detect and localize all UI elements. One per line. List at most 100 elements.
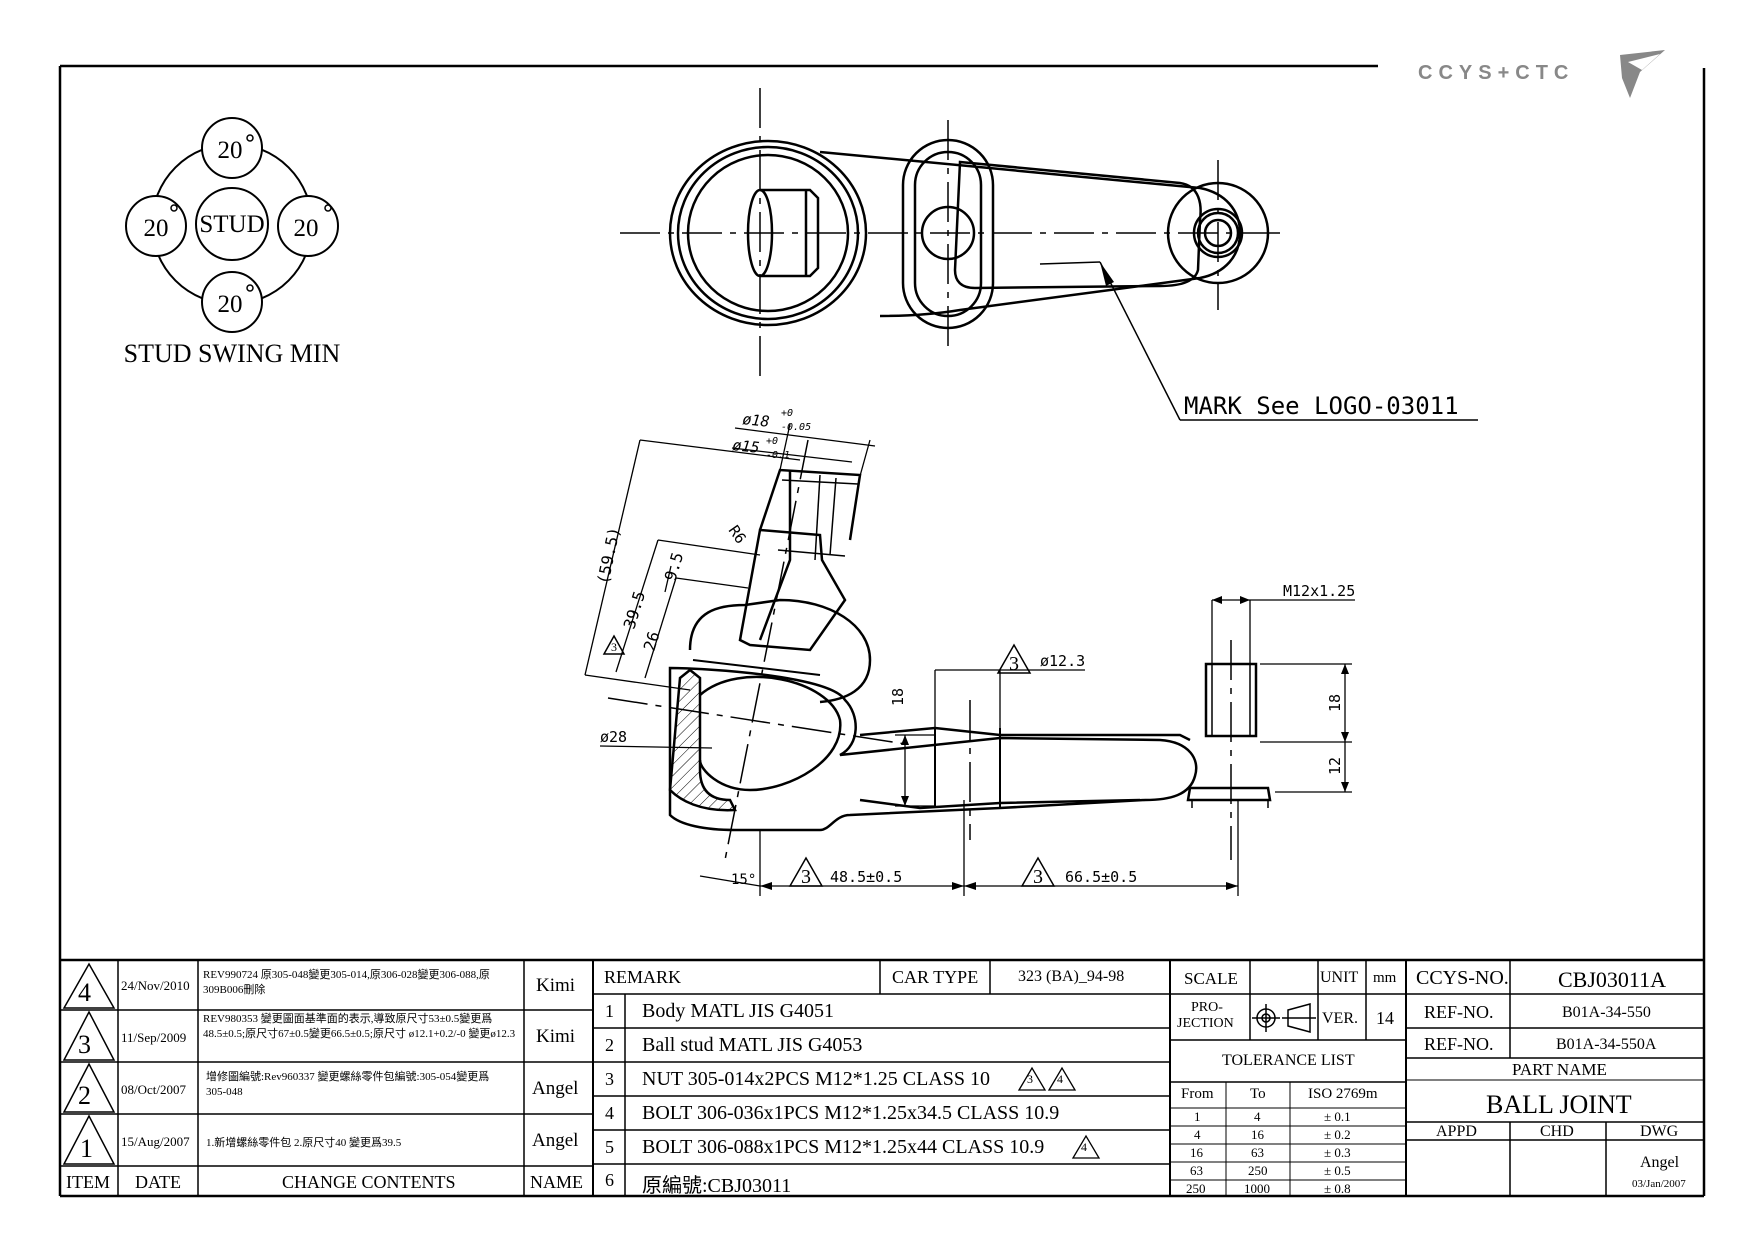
rev-date: 24/Nov/2010 [121, 978, 190, 993]
remark-text: BOLT 306-036x1PCS M12*1.25x34.5 CLASS 10… [642, 1102, 1060, 1124]
remark-text: BOLT 306-088x1PCS M12*1.25x44 CLASS 10.9 [642, 1136, 1045, 1158]
tol-to: 16 [1251, 1127, 1264, 1142]
top-view-centerlines [620, 88, 1285, 380]
tol-to: 63 [1251, 1145, 1264, 1160]
remark-marker: 3 [1027, 1072, 1033, 1086]
tol-iso: ± 0.8 [1324, 1181, 1351, 1196]
rev-date: 08/Oct/2007 [121, 1082, 186, 1097]
ref-no-value-1: B01A-34-550 [1562, 1004, 1651, 1021]
rev-header-date: DATE [135, 1172, 181, 1192]
dim-48-5: 48.5±0.5 [830, 868, 902, 886]
rev-content: REV980353 變更圖面基準面的表示,導致原尺寸53±0.5變更爲48.5±… [203, 1013, 516, 1040]
swing-angle-right: 20 [294, 215, 319, 242]
remark-text: Ball stud MATL JIS G4053 [642, 1034, 863, 1056]
ccys-no-value: CBJ03011A [1558, 967, 1666, 992]
dim-18-left: 18 [889, 688, 907, 706]
remark-text: Body MATL JIS G4051 [642, 1000, 835, 1022]
rev-header-item: ITEM [66, 1172, 110, 1192]
chd-label: CHD [1540, 1123, 1574, 1140]
car-type-label: CAR TYPE [892, 967, 979, 987]
tol-header-to: To [1250, 1086, 1266, 1102]
scale-label: SCALE [1184, 969, 1238, 988]
drawing-rev-marker-labels: 3 3 3 3 [611, 640, 1043, 888]
dim-12: 12 [1326, 757, 1344, 775]
tol-from: 63 [1190, 1163, 1203, 1178]
rev-number: 2 [78, 1081, 91, 1110]
tol-from: 16 [1190, 1145, 1203, 1160]
rev-number: 4 [78, 978, 91, 1007]
dwg-label: DWG [1640, 1123, 1679, 1140]
rev-name: Kimi [536, 1026, 576, 1047]
dim-d12-3: ø12.3 [1040, 652, 1085, 670]
dimension-arrows [760, 596, 1349, 890]
side-view [668, 468, 1272, 832]
tol-from: 1 [1194, 1109, 1201, 1124]
tol-to: 4 [1254, 1109, 1261, 1124]
rev-marker-66: 3 [1033, 866, 1043, 888]
remark-marker: 4 [1081, 1140, 1087, 1154]
stud-label: STUD [199, 211, 264, 238]
ccys-no-label: CCYS-NO. [1416, 967, 1509, 989]
rev-content: 增修圖編號:Rev960337 變更螺絲零件包編號:305-054變更爲305-… [206, 1071, 490, 1098]
dim-66-5: 66.5±0.5 [1065, 868, 1137, 886]
ver-label: VER. [1322, 1010, 1358, 1027]
tol-to: 250 [1248, 1163, 1268, 1178]
rev-header-name: NAME [530, 1172, 583, 1192]
projection-label-1: PRO- [1191, 1000, 1223, 1015]
dim-d15: ø15 [732, 436, 761, 457]
rev-date: 15/Aug/2007 [121, 1134, 190, 1149]
tolerance-title: TOLERANCE LIST [1222, 1052, 1355, 1069]
dim-d28: ø28 [600, 728, 627, 746]
dim-angle-15: 15° [731, 872, 756, 888]
logo-text: CCYS+CTC [1418, 62, 1574, 84]
dim-d18-tol-lower: -0.05 [781, 422, 811, 433]
remark-text: 原編號:CBJ03011 [642, 1175, 792, 1197]
ref-no-value-2: B01A-34-550A [1556, 1036, 1657, 1053]
stud-swing-caption: STUD SWING MIN [124, 339, 341, 368]
unit-label: UNIT [1320, 969, 1359, 986]
remark-header: REMARK [604, 967, 682, 987]
remark-no: 5 [605, 1137, 614, 1157]
remark-no: 3 [605, 1069, 614, 1089]
dimension-texts: ø18 +0 -0.05 ø15 +0 -0.1 R6 (59.5) 39.5 … [593, 408, 1355, 888]
tol-to: 1000 [1244, 1181, 1270, 1196]
tol-iso: ± 0.5 [1324, 1163, 1351, 1178]
rev-marker-39: 3 [611, 640, 617, 654]
ref-no-label-1: REF-NO. [1424, 1002, 1494, 1022]
tol-from: 4 [1194, 1127, 1201, 1142]
dim-18-right: 18 [1326, 694, 1344, 712]
unit-value: mm [1373, 970, 1397, 986]
drawing-rev-markers [602, 634, 1056, 887]
drawn-by: Angel [1640, 1154, 1680, 1171]
rev-name: Angel [532, 1130, 579, 1151]
stud-swing-labels: STUD 20 20 20 20 STUD SWING MIN [124, 137, 341, 368]
rev-content: REV990724 原305-048變更305-014,原306-028變更30… [203, 969, 490, 996]
dim-d15-tol-lower: -0.1 [766, 450, 790, 461]
mark-leader: MARK See LOGO-03011 [1099, 261, 1478, 421]
remark-no: 1 [605, 1001, 614, 1021]
remark-marker: 4 [1057, 1072, 1063, 1086]
tol-header-iso: ISO 2769m [1308, 1086, 1378, 1102]
sheet-border [58, 64, 1706, 1198]
drawn-date: 03/Jan/2007 [1632, 1178, 1686, 1190]
ver-value: 14 [1376, 1008, 1394, 1028]
remark-markers [1017, 1066, 1101, 1159]
stud-swing-diagram [125, 117, 339, 333]
degree-marks [170, 134, 332, 292]
part-name-value: BALL JOINT [1486, 1090, 1632, 1119]
rev-content: 1.新增螺絲零件包 2.原尺寸40 變更爲39.5 [206, 1137, 402, 1149]
appd-label: APPD [1436, 1123, 1477, 1140]
mark-note: MARK See LOGO-03011 [1184, 392, 1459, 420]
projection-symbol-icon [1252, 1003, 1316, 1033]
rev-header-content: CHANGE CONTENTS [282, 1172, 456, 1192]
remark-no: 2 [605, 1035, 614, 1055]
title-block-grid [60, 958, 1704, 1196]
rev-number: 3 [78, 1030, 91, 1059]
tol-iso: ± 0.3 [1324, 1145, 1351, 1160]
dim-d15-tol-upper: +0 [766, 436, 778, 447]
rev-number: 1 [80, 1134, 93, 1163]
side-view-centerlines [607, 439, 1232, 861]
tol-iso: ± 0.1 [1324, 1109, 1351, 1124]
